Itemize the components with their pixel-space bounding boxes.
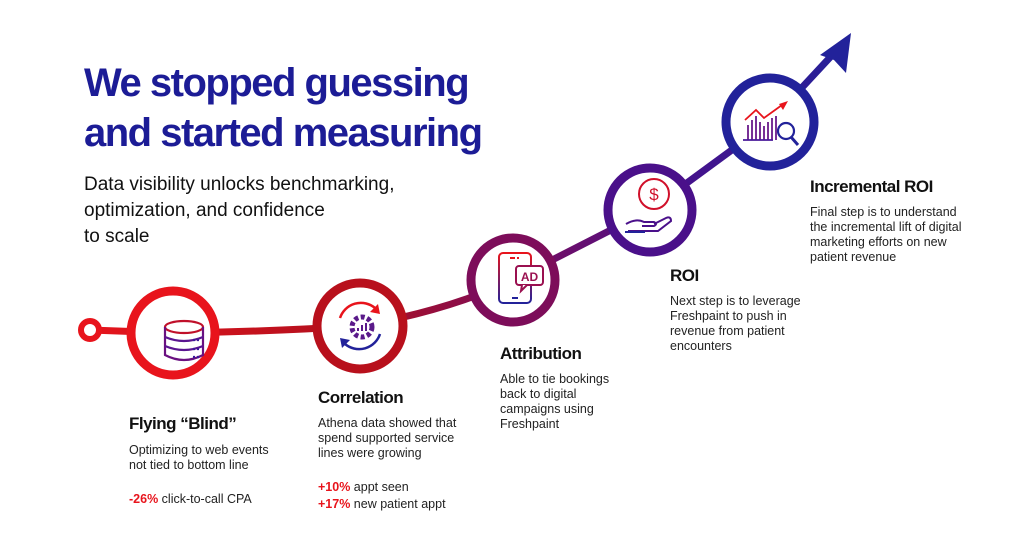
step-heading: Attribution <box>500 344 582 363</box>
step-attribution: Attribution Able to tie bookings back to… <box>500 344 609 432</box>
database-icon <box>163 319 205 362</box>
dollar-sign: $ <box>649 185 659 204</box>
page-title: We stopped guessing and started measurin… <box>84 61 483 155</box>
step-heading: Correlation <box>318 388 404 407</box>
step-heading: Incremental ROI <box>810 177 933 196</box>
page-subtitle: Data visibility unlocks benchmarking, op… <box>84 174 395 247</box>
stat-line: +17% new patient appt <box>318 497 446 511</box>
ad-label: AD <box>521 270 539 284</box>
step-body: Able to tie bookings back to digital cam… <box>500 372 610 431</box>
hand-dollar-icon <box>625 178 673 233</box>
step-body: Athena data showed that spend supported … <box>318 416 457 460</box>
stat-line: -26% click-to-call CPA <box>129 492 252 506</box>
step-body: Next step is to leverage Freshpaint to p… <box>670 294 801 353</box>
step-body: Final step is to understand the incremen… <box>810 205 962 264</box>
mobile-ad-icon <box>498 252 544 304</box>
chart-magnifier-icon <box>743 101 800 146</box>
step-correlation: Correlation Athena data showed that spen… <box>318 388 456 513</box>
step-body: Optimizing to web events not tied to bot… <box>129 443 269 472</box>
step-heading: ROI <box>670 266 699 285</box>
step-roi: ROI Next step is to leverage Freshpaint … <box>670 266 801 354</box>
step-incremental-roi: Incremental ROI Final step is to underst… <box>810 177 961 265</box>
start-node <box>78 318 102 342</box>
arrow-head-icon <box>820 33 851 73</box>
step-flying-blind: Flying “Blind” Optimizing to web events … <box>129 414 269 508</box>
step-heading: Flying “Blind” <box>129 414 237 433</box>
stat-line: +10% appt seen <box>318 480 409 494</box>
gear-cycle-icon <box>338 301 382 351</box>
